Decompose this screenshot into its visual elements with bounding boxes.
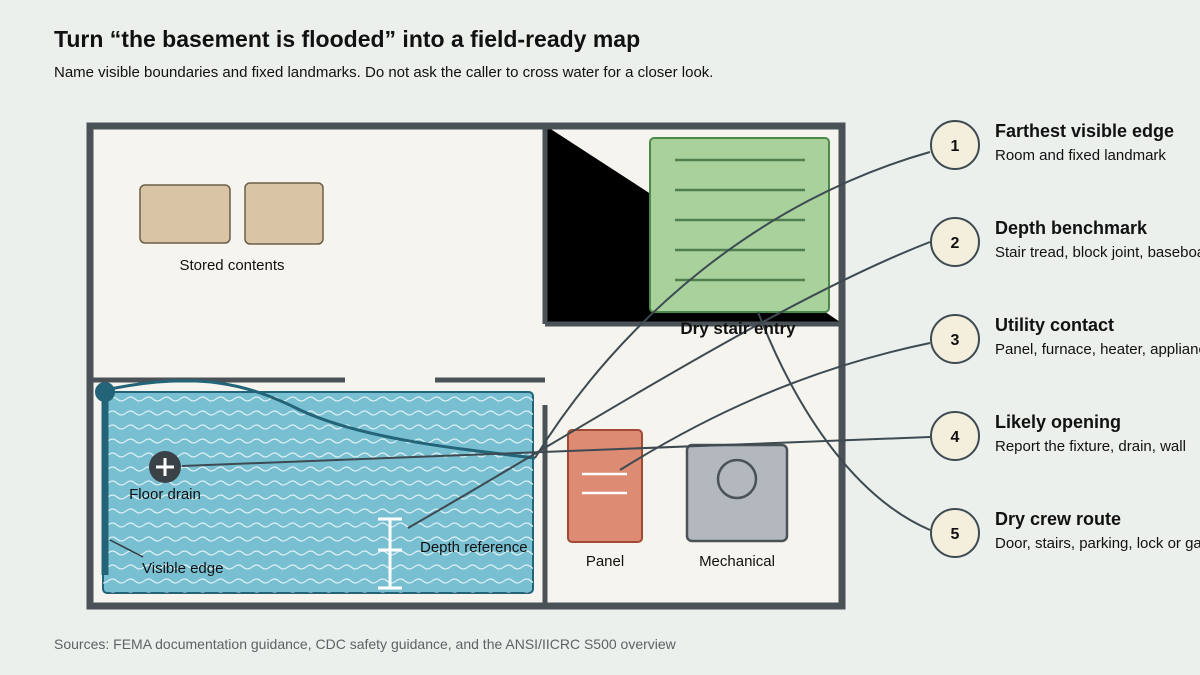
leader-3 [619, 342, 931, 471]
leader-1 [534, 151, 931, 459]
dry-stairs [649, 137, 830, 313]
callout-number: 5 [951, 526, 960, 543]
visible-edge-marker [95, 382, 115, 402]
callout-title: Farthest visible edge [995, 121, 1174, 141]
callout-number: 4 [951, 429, 960, 446]
floor-drain-label: Floor drain [129, 486, 201, 503]
callout-1: 1 Farthest visible edge Room and fixed l… [930, 120, 1174, 170]
dry-stair-entry-label: Dry stair entry [680, 319, 796, 338]
mechanical-unit [685, 443, 789, 543]
callout-desc: Door, stairs, parking, lock or gate [995, 535, 1200, 552]
callout-desc: Report the fixture, drain, wall [995, 438, 1186, 455]
storage-box [139, 184, 231, 244]
leader-4 [181, 436, 931, 467]
callout-5: 5 Dry crew route Door, stairs, parking, … [930, 508, 1200, 558]
page-title: Turn “the basement is flooded” into a fi… [54, 26, 641, 52]
floor-drain-icon [149, 451, 181, 483]
page-subtitle: Name visible boundaries and fixed landma… [54, 64, 714, 81]
visible-edge-leader [109, 539, 144, 558]
depth-reference-label: Depth reference [420, 539, 528, 556]
water-boundary-curve [104, 379, 536, 460]
callout-desc: Panel, furnace, heater, appliance [995, 341, 1200, 358]
leader-2 [407, 241, 931, 529]
leader-5 [757, 311, 931, 531]
stored-contents-label: Stored contents [179, 257, 284, 274]
panel-label: Panel [586, 553, 624, 570]
callout-desc: Stair tread, block joint, baseboard [995, 244, 1200, 261]
callout-title: Dry crew route [995, 509, 1121, 529]
storage-box [244, 182, 324, 245]
callout-2: 2 Depth benchmark Stair tread, block joi… [930, 217, 1200, 267]
callout-title: Utility contact [995, 315, 1114, 335]
callout-title: Depth benchmark [995, 218, 1148, 238]
callout-number: 1 [951, 138, 960, 155]
callout-3: 3 Utility contact Panel, furnace, heater… [930, 314, 1200, 364]
visible-edge-label: Visible edge [142, 560, 223, 577]
source-note: Sources: FEMA documentation guidance, CD… [54, 636, 676, 652]
depth-reference-marker [378, 517, 402, 590]
mechanical-label: Mechanical [699, 553, 775, 570]
callout-number: 3 [951, 332, 960, 349]
callout-desc: Room and fixed landmark [995, 147, 1166, 164]
callout-4: 4 Likely opening Report the fixture, dra… [930, 411, 1186, 461]
callout-title: Likely opening [995, 412, 1121, 432]
electrical-panel [567, 429, 643, 543]
callout-leaders [181, 151, 931, 531]
callout-number: 2 [951, 235, 960, 252]
